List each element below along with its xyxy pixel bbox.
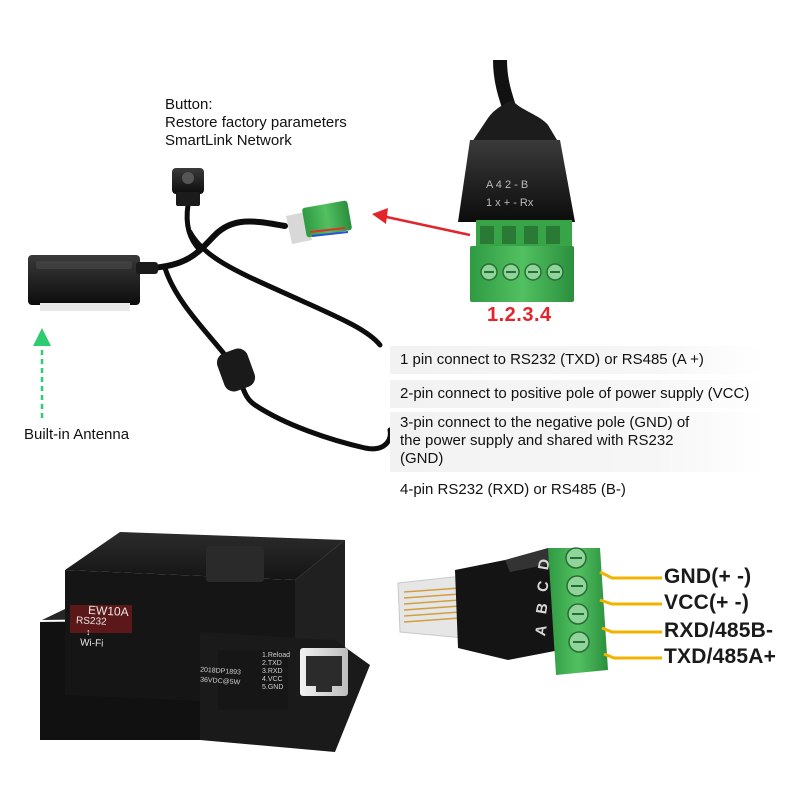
pin-description-3: 3-pin connect to the negative pole (GND)… [390,412,765,472]
ew10a-device [40,532,370,752]
antenna-label: Built-in Antenna [24,426,130,443]
rj45-terminal-connector: A 4 2 - B 1 x + - Rx [458,59,575,302]
cable-assembly [28,168,393,452]
wire-leaders [599,570,662,660]
device-pin-list: 1.Reload 2.TXD 3.RXD 4.VCC 5.GND [262,652,294,692]
antenna-module [28,255,158,311]
button-connector [172,168,204,206]
button-note-line2: SmartLink Network [165,132,292,149]
terminal-label-rxd: RXD/485B- [664,619,774,642]
button-note-line1: Restore factory parameters [165,114,347,131]
button-note: Button: Restore factory parameters Smart… [165,96,347,150]
pin-description-3-line1: 3-pin connect to the negative pole (GND)… [400,414,690,431]
pin-description-2: 2-pin connect to positive pole of power … [390,380,765,408]
device-pin-2: 2.TXD [262,660,282,667]
connector-marking-row1: A 4 2 - B [486,179,528,191]
connector-marking-row2: 1 x + - Rx [486,197,534,209]
red-arrow [372,208,471,237]
device-pin-5: 5.GND [262,684,284,691]
button-note-title: Button: [165,96,213,113]
device-pin-4: 4.VCC [262,676,283,683]
pin-description-3-line2: the power supply and shared with RS232 [400,432,674,449]
terminal-adapter [397,547,662,675]
device-pin-1: 1.Reload [262,652,291,659]
pin-description-3-line3: (GND) [400,450,444,467]
pin-description-1: 1 pin connect to RS232 (TXD) or RS485 (A… [390,346,765,374]
antenna-arrow [33,328,51,418]
terminal-label-txd: TXD/485A+ [664,645,777,668]
device-port-rs232: RS232 [75,615,107,628]
terminal-label-gnd: GND(+ -) [664,565,752,588]
terminal-label-vcc: VCC(+ -) [664,591,750,614]
pin-numbers-label: 1.2.3.4 [487,304,552,326]
pin-description-4: 4-pin RS232 (RXD) or RS485 (B-) [400,481,626,498]
ferrite-bead [216,348,256,392]
device-port-wifi: Wi-Fi [79,637,104,650]
small-terminal-plug [286,200,352,244]
device-arrow-icon: ↕ [86,627,91,637]
device-pin-3: 3.RXD [262,668,283,675]
